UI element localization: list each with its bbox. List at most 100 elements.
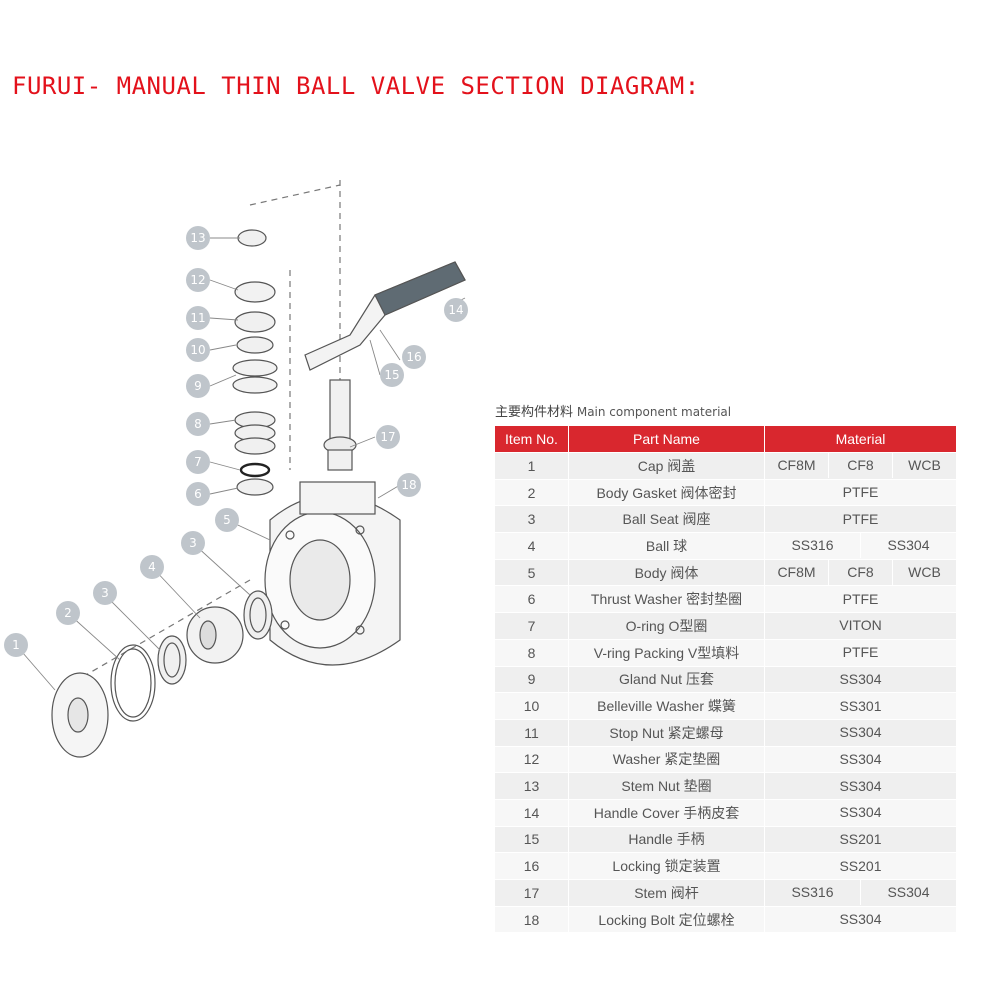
svg-text:16: 16 [406, 350, 421, 364]
item-no-cell: 7 [494, 612, 569, 640]
header-material: Material [764, 425, 957, 453]
material-value: CF8 [828, 560, 892, 586]
part-name-cell: Ball Seat 阀座 [568, 505, 765, 534]
part-name-cell: Stem 阀杆 [568, 879, 765, 907]
callout-1: 1 [4, 633, 28, 657]
material-value: PTFE [842, 590, 879, 607]
material-value: SS201 [839, 830, 882, 847]
material-value: SS301 [839, 697, 882, 714]
material-value: PTFE [842, 510, 879, 527]
callout-12: 12 [186, 268, 210, 292]
item-no-cell: 9 [494, 665, 569, 694]
svg-text:8: 8 [194, 417, 202, 431]
table-header-row: Item No. Part Name Material [494, 425, 957, 453]
callout-7: 7 [186, 450, 210, 474]
item-no-cell: 11 [494, 718, 569, 747]
item-no-cell: 15 [494, 825, 569, 854]
svg-text:10: 10 [190, 343, 205, 357]
callout-10: 10 [186, 338, 210, 362]
material-cell: PTFE [764, 478, 957, 507]
callout-2: 2 [56, 601, 80, 625]
material-value: SS304 [839, 750, 882, 767]
material-value: WCB [892, 453, 956, 479]
item-no-cell: 17 [494, 879, 569, 907]
callout-15: 15 [380, 363, 404, 387]
part-name-cell: Body Gasket 阀体密封 [568, 478, 765, 507]
table-caption-zh: 主要构件材料 [495, 405, 574, 420]
item-no-cell: 12 [494, 745, 569, 774]
callout-5: 5 [215, 508, 239, 532]
material-value: SS304 [839, 804, 882, 821]
material-cell: SS316 SS304 [764, 879, 957, 907]
material-cell: SS304 [764, 905, 957, 934]
part-name-cell: Locking 锁定装置 [568, 852, 765, 880]
part-name-cell: Handle Cover 手柄皮套 [568, 798, 765, 827]
material-value: SS316 [791, 884, 834, 901]
material-value: SS304 [860, 533, 956, 559]
material-value: WCB [892, 560, 956, 586]
item-no-cell: 3 [494, 505, 569, 534]
callout-9: 9 [186, 374, 210, 398]
item-no-cell: 13 [494, 772, 569, 800]
stem-nut-part [237, 229, 267, 247]
svg-text:3: 3 [189, 536, 197, 550]
callout-11: 11 [186, 306, 210, 330]
svg-text:3: 3 [101, 586, 109, 600]
svg-text:14: 14 [448, 303, 463, 317]
svg-text:1: 1 [12, 638, 20, 652]
exploded-valve-diagram: 13 12 11 10 9 8 7 6 5 3 4 3 2 1 14 16 15… [4, 180, 468, 758]
material-value: SS304 [860, 880, 956, 906]
callout-4: 4 [140, 555, 164, 579]
part-name-cell: Washer 紧定垫圈 [568, 745, 765, 774]
material-cell: PTFE [764, 585, 957, 614]
part-name-cell: Stem Nut 垫圈 [568, 772, 765, 800]
part-name-cell: Body 阀体 [568, 558, 765, 587]
material-value: SS316 [791, 537, 834, 554]
callout-3-right: 3 [181, 531, 205, 555]
material-cell: SS304 [764, 798, 957, 827]
item-no-cell: 5 [494, 558, 569, 587]
material-value: SS201 [839, 857, 882, 874]
seat-ring-left [157, 635, 187, 685]
body-gasket-part [110, 644, 156, 722]
material-cell: SS304 [764, 665, 957, 694]
material-cell: SS304 [764, 745, 957, 774]
material-value: CF8 [828, 453, 892, 479]
part-name-cell: Locking Bolt 定位螺栓 [568, 905, 765, 934]
valve-body-part [264, 481, 401, 666]
callout-14: 14 [444, 298, 468, 322]
material-cell: SS304 [764, 772, 957, 800]
part-name-cell: O-ring O型圈 [568, 612, 765, 640]
item-no-cell: 18 [494, 905, 569, 934]
material-cell: PTFE [764, 638, 957, 667]
part-name-cell: Cap 阀盖 [568, 452, 765, 480]
material-cell: SS304 [764, 718, 957, 747]
svg-text:12: 12 [190, 273, 205, 287]
svg-text:13: 13 [190, 231, 205, 245]
table-caption-en: Main component material [576, 405, 732, 419]
material-cell: SS301 [764, 692, 957, 720]
material-value: PTFE [842, 644, 879, 661]
item-no-cell: 1 [494, 452, 569, 480]
svg-text:9: 9 [194, 379, 202, 393]
part-name-cell: V-ring Packing V型填料 [568, 638, 765, 667]
material-value: SS304 [839, 670, 882, 687]
svg-text:18: 18 [401, 478, 416, 492]
svg-text:15: 15 [384, 368, 399, 382]
material-cell: PTFE [764, 505, 957, 534]
